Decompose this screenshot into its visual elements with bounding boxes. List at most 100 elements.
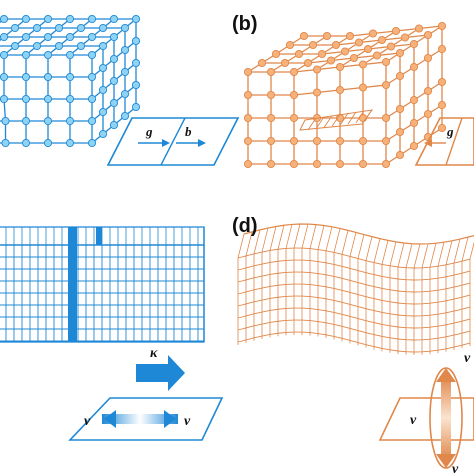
lattice-atom (363, 44, 373, 54)
panel-c-striped-slab (0, 226, 205, 343)
lattice-atom (381, 113, 391, 123)
lattice-atom (395, 150, 405, 160)
slab-grid-line (253, 229, 261, 254)
hatch-line (323, 115, 333, 128)
slab-wave-line (237, 247, 471, 269)
lattice-atom (326, 56, 336, 65)
lattice-atom (109, 98, 119, 108)
lattice-atom (266, 136, 276, 146)
slab-wave-line (237, 331, 471, 353)
lattice-atom (65, 72, 75, 82)
lattice-atom (312, 88, 322, 97)
lattice-atom (308, 40, 318, 50)
lattice-atom (0, 72, 9, 82)
lattice-atom (381, 159, 391, 169)
lattice-atom (43, 32, 53, 42)
lattice-atom (340, 47, 350, 56)
lattice-atom (437, 44, 447, 54)
hatch-line (331, 114, 341, 127)
lattice-atom (437, 100, 447, 110)
hatch-line (339, 112, 349, 126)
lattice-atom (21, 116, 31, 126)
slab-grid-line (349, 232, 357, 257)
lattice-atom (87, 94, 97, 104)
panel-a-edge-dislocation-lattice (0, 14, 141, 148)
lattice-atom (21, 94, 31, 104)
slab-grid-line (269, 226, 277, 251)
lattice-atom (266, 67, 276, 77)
slab-grid-line (341, 230, 349, 255)
lattice-atom (43, 138, 53, 148)
vector-g-label: g (145, 124, 153, 139)
lattice-atom (87, 116, 97, 126)
lattice-atom (391, 26, 401, 36)
lattice-atom (120, 67, 130, 77)
lattice-atom (76, 23, 86, 33)
lattice-atom (131, 80, 141, 90)
nu-top-label: ν (464, 351, 471, 366)
panel-b-burgers-plane: g (414, 117, 474, 166)
lattice-atom (368, 29, 378, 38)
hatch-line (355, 110, 365, 124)
lattice-atom (131, 36, 141, 46)
lattice-atom (65, 32, 75, 42)
slab-wave-line (237, 307, 471, 329)
lattice-atom (109, 32, 119, 42)
lattice-atom (1, 138, 10, 148)
lattice-atom (294, 49, 304, 59)
lattice-atom (289, 67, 299, 77)
lattice-atom (243, 159, 253, 169)
lattice-atom (87, 14, 97, 24)
slab-dense-band (96, 227, 102, 245)
lattice-atom (358, 159, 368, 169)
slab-grid-line (277, 225, 285, 250)
lattice-atom (381, 80, 391, 90)
slab-grid-line (237, 233, 245, 259)
lattice-atom (21, 138, 31, 148)
lattice-atom (98, 85, 108, 95)
lattice-atom (98, 129, 108, 139)
slab-grid-line (373, 238, 381, 263)
hatch-line (307, 117, 317, 131)
lattice-atom (0, 14, 9, 24)
lattice-atom (312, 159, 322, 169)
lattice-atom (87, 72, 97, 82)
lattice-atom (423, 86, 433, 96)
vector-b-label: b (185, 124, 192, 139)
slab-grid-line (397, 242, 405, 268)
vector-g-label: g (446, 124, 454, 139)
panel-c-nu-plane: ν ν (68, 397, 224, 441)
lattice-atom (423, 30, 433, 40)
lattice-atom (437, 77, 447, 87)
lattice-atom (109, 14, 119, 24)
lattice-atom (409, 62, 419, 72)
lattice-atom (120, 111, 130, 121)
lattice-atom (381, 57, 391, 67)
lattice-atom (423, 53, 433, 63)
lattice-atom (65, 14, 75, 24)
lattice-atom (98, 63, 108, 73)
lattice-atom (289, 113, 299, 123)
lattice-atom (409, 39, 419, 49)
lattice-atom (303, 58, 313, 68)
lattice-atom (354, 38, 364, 47)
slab-grid-line (413, 243, 421, 269)
kappa-label: κ (150, 346, 158, 361)
slab-grid-line (461, 237, 469, 262)
lattice-atom (289, 159, 299, 169)
slab-grid-line (421, 243, 429, 268)
lattice-atom (266, 113, 276, 123)
lattice-atom (409, 118, 419, 128)
lattice-atom (386, 42, 396, 51)
slab-grid-line (445, 240, 453, 265)
lattice-atom (21, 72, 31, 82)
lattice-atom (409, 141, 419, 151)
lattice-atom (87, 50, 97, 60)
panel-c-kappa-arrow: κ (136, 346, 185, 391)
lattice-atom (358, 136, 368, 146)
lattice-atom (54, 41, 64, 51)
lattice-atom (289, 136, 299, 146)
lattice-atom (423, 109, 433, 119)
panel-b-screw-dislocation-lattice (243, 21, 447, 169)
